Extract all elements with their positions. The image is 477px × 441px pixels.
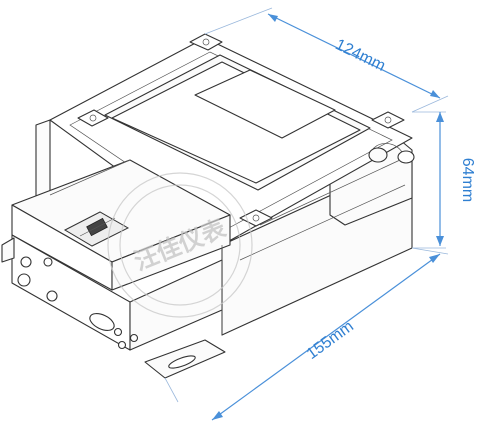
- device-body: [1, 33, 415, 379]
- mount-tab-top: [189, 33, 223, 51]
- dimension-length-label: 155mm: [304, 318, 357, 363]
- mounting-foot-bottom: [144, 339, 226, 379]
- mount-tab-right: [371, 111, 405, 129]
- seal-icon: [368, 143, 415, 164]
- mounting-foot-left: [1, 237, 15, 263]
- dimension-width-label: 124mm: [333, 36, 388, 75]
- dimension-height-label: 64mm: [459, 158, 476, 202]
- mount-tab-left: [77, 109, 109, 127]
- terminal-holes: [17, 256, 139, 350]
- dimension-height: 64mm: [412, 111, 476, 249]
